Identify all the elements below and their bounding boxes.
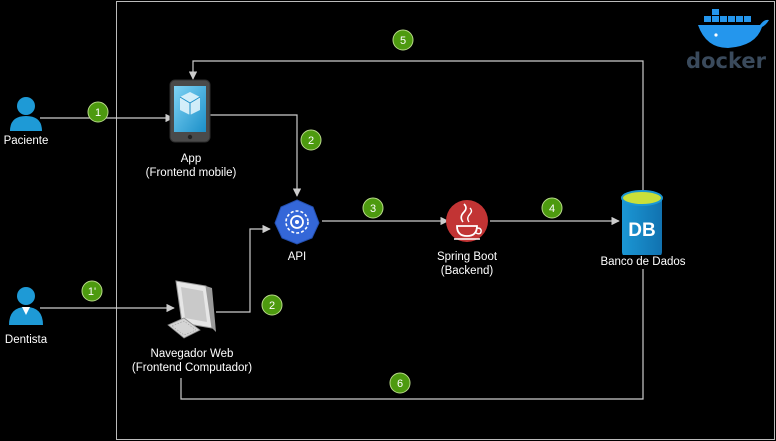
web-label: Navegador Web (Frontend Computador)	[126, 347, 258, 375]
step-badge-5: 5	[392, 29, 414, 51]
svg-text:1': 1'	[88, 286, 96, 298]
edge-db-app	[188, 60, 644, 190]
dentista-label: Dentista	[4, 334, 48, 346]
svg-text:2: 2	[269, 300, 275, 312]
database-label: Banco de Dados	[592, 255, 694, 269]
step-badge-1b: 1'	[81, 280, 103, 302]
step-badge-6: 6	[389, 372, 411, 394]
spring-boot-label-line2: (Backend)	[440, 265, 494, 277]
docker-logo: docker	[686, 9, 769, 73]
edge-app-api	[210, 114, 302, 197]
app-label: App (Frontend mobile)	[140, 152, 242, 180]
spring-boot-label-line1: Spring Boot	[436, 251, 498, 263]
edges	[40, 60, 644, 400]
docker-container-frame	[116, 1, 775, 440]
svg-text:3: 3	[370, 203, 376, 215]
api-label: API	[287, 251, 307, 263]
svg-text:4: 4	[549, 203, 555, 215]
spring-boot-label: Spring Boot (Backend)	[422, 250, 512, 278]
svg-text:2: 2	[308, 135, 314, 147]
docker-whale-icon	[698, 9, 769, 48]
api-gear-icon	[274, 199, 320, 245]
step-badge-3: 3	[362, 197, 384, 219]
web-label-line2: (Frontend Computador)	[131, 362, 253, 374]
database-icon: DB	[621, 190, 663, 260]
tablet-icon	[169, 79, 211, 143]
database-icon-text: DB	[628, 220, 655, 241]
app-label-line2: (Frontend mobile)	[145, 167, 237, 179]
paciente-user-icon	[10, 97, 42, 131]
edge-web-api	[216, 224, 271, 313]
docker-logo-text: docker	[686, 49, 767, 73]
step-badge-4: 4	[541, 197, 563, 219]
computer-monitor-icon	[167, 280, 216, 339]
java-icon	[446, 200, 488, 242]
web-label-line1: Navegador Web	[150, 348, 234, 360]
step-badge-2-top: 2	[300, 129, 322, 151]
svg-text:5: 5	[400, 35, 406, 47]
step-badge-2-bottom: 2	[261, 294, 283, 316]
step-badge-1: 1	[87, 101, 109, 123]
edge-db-web	[180, 260, 644, 400]
svg-text:6: 6	[397, 378, 403, 390]
paciente-label: Paciente	[3, 135, 49, 147]
dentista-user-icon	[9, 287, 43, 325]
app-label-line1: App	[180, 153, 202, 165]
svg-text:1: 1	[95, 107, 101, 119]
